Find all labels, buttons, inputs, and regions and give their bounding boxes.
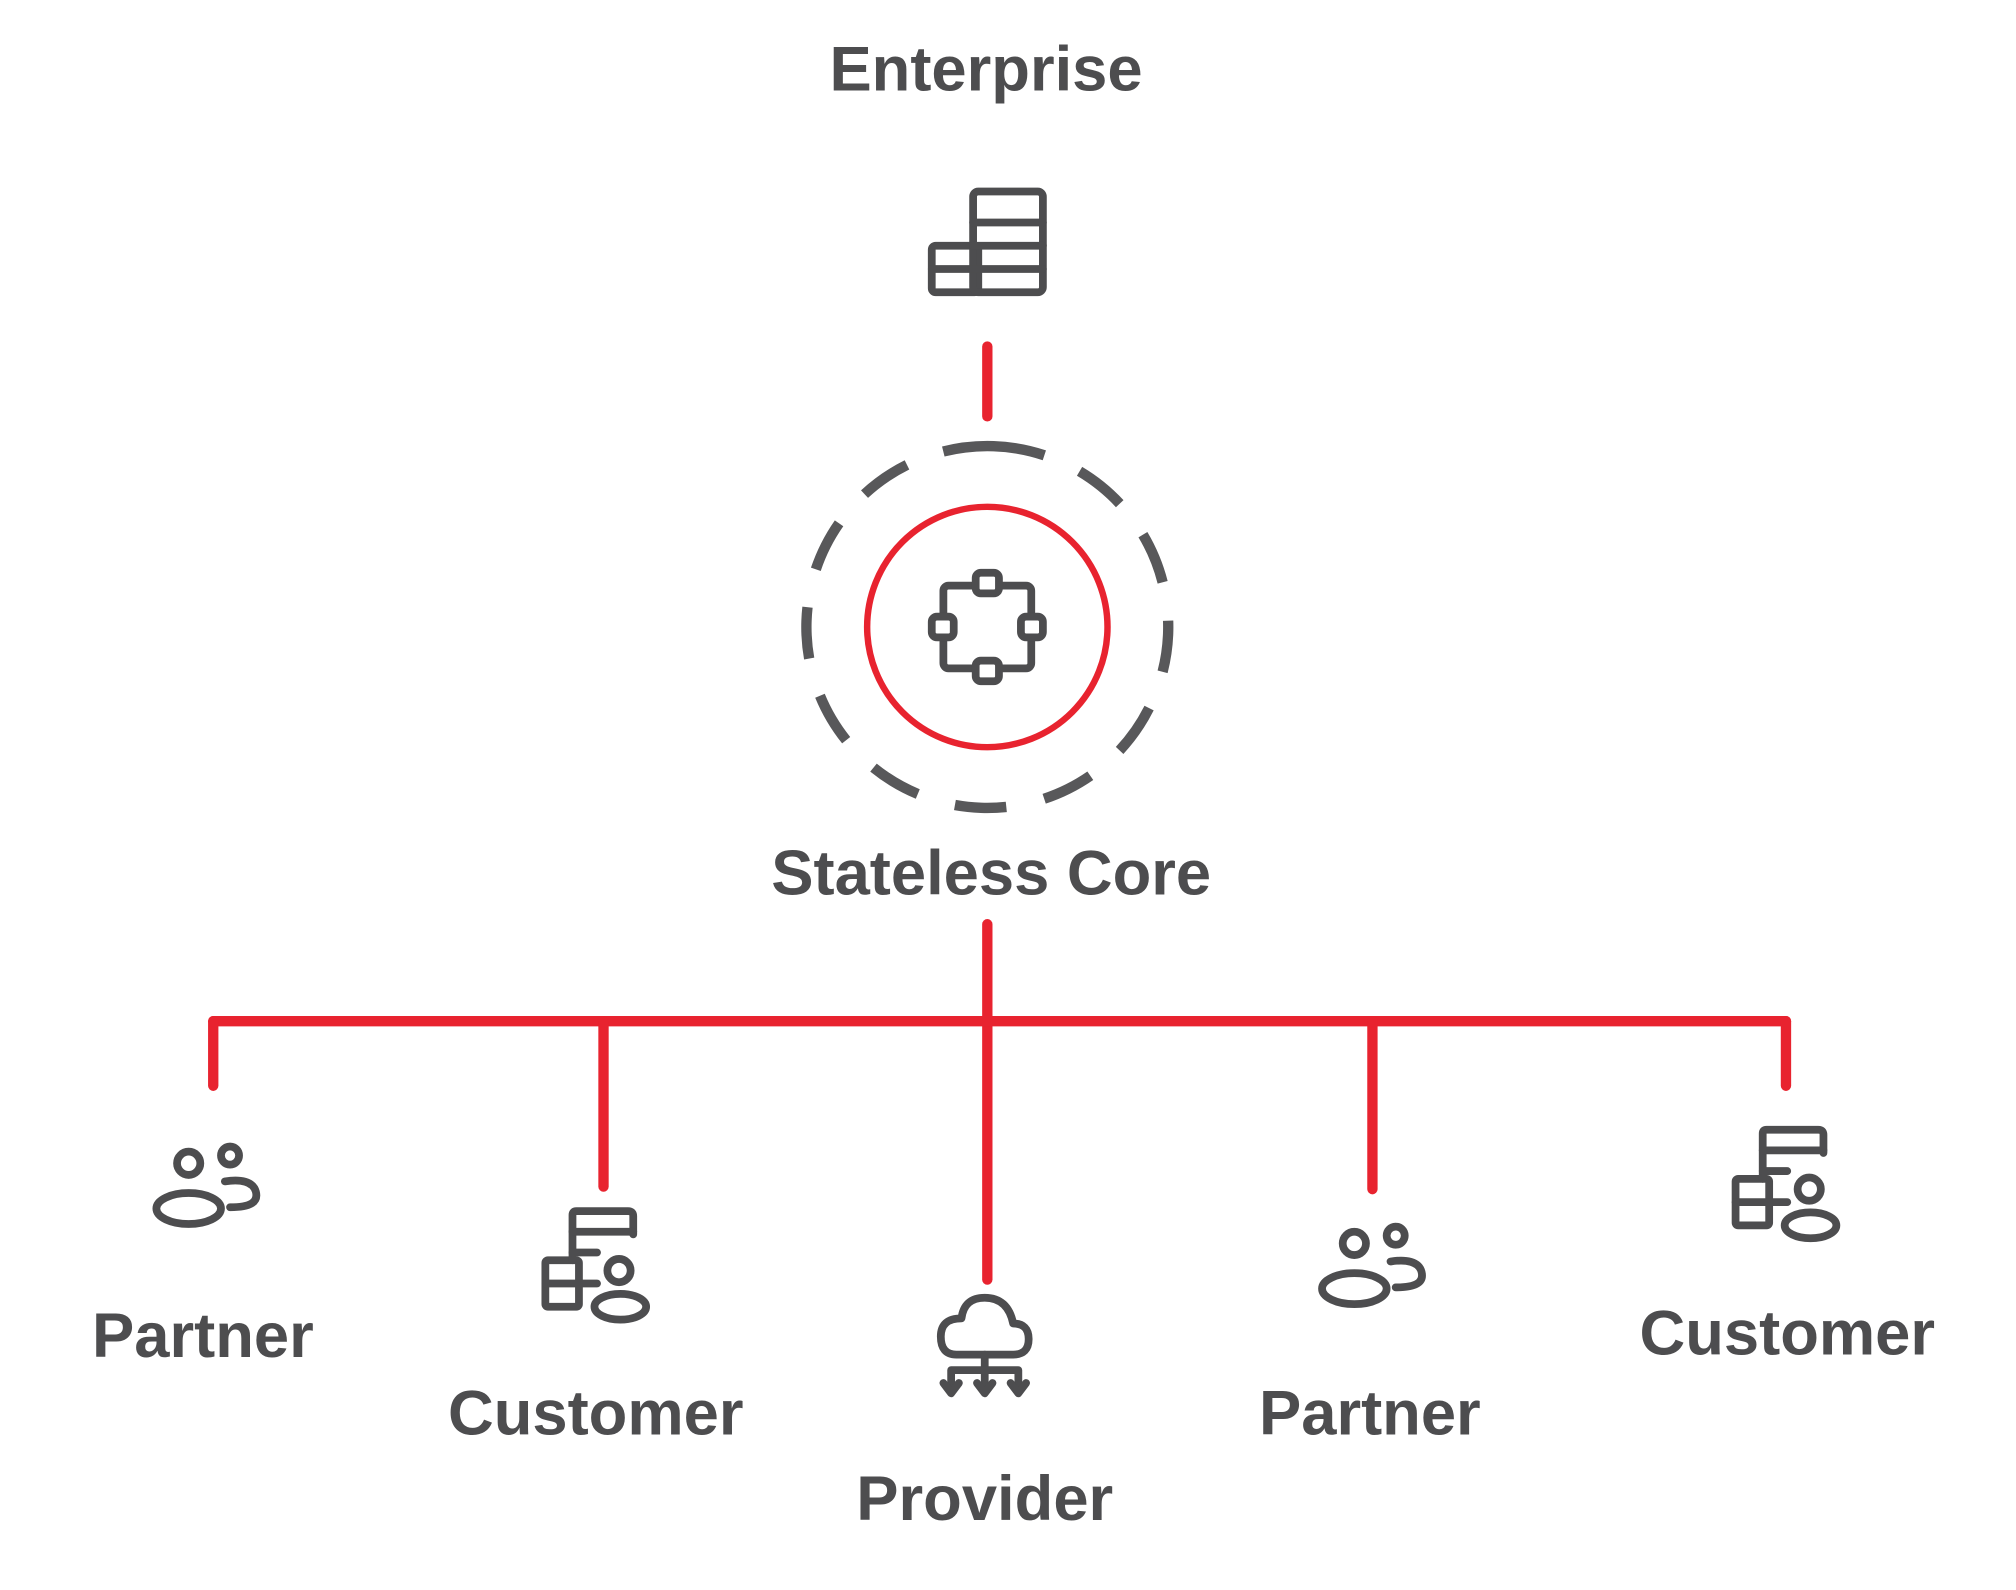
customer-label: Customer	[1640, 1299, 1936, 1369]
node-provider: Provider	[856, 1298, 1113, 1534]
node-customer-1: Customer	[448, 1211, 744, 1449]
core-label: Stateless Core	[771, 839, 1211, 909]
cloud-distribution-icon	[941, 1298, 1029, 1394]
partner-label: Partner	[92, 1301, 314, 1371]
core-circle	[863, 503, 1111, 751]
network-nodes-icon	[932, 573, 1043, 682]
node-partner-2: Partner	[1259, 1227, 1481, 1449]
users-icon	[156, 1147, 256, 1225]
users-icon	[1322, 1227, 1422, 1305]
building-user-icon	[545, 1211, 646, 1320]
provider-label: Provider	[856, 1464, 1113, 1534]
enterprise-label: Enterprise	[829, 35, 1142, 105]
building-user-icon	[1736, 1130, 1837, 1239]
node-customer-2: Customer	[1640, 1130, 1936, 1369]
tree-connectors	[208, 919, 1792, 1285]
node-partner-1: Partner	[92, 1147, 314, 1371]
partner-label: Partner	[1259, 1379, 1481, 1449]
core-dashed-ring	[801, 440, 1174, 814]
building-icon	[932, 191, 1043, 292]
customer-label: Customer	[448, 1379, 744, 1449]
